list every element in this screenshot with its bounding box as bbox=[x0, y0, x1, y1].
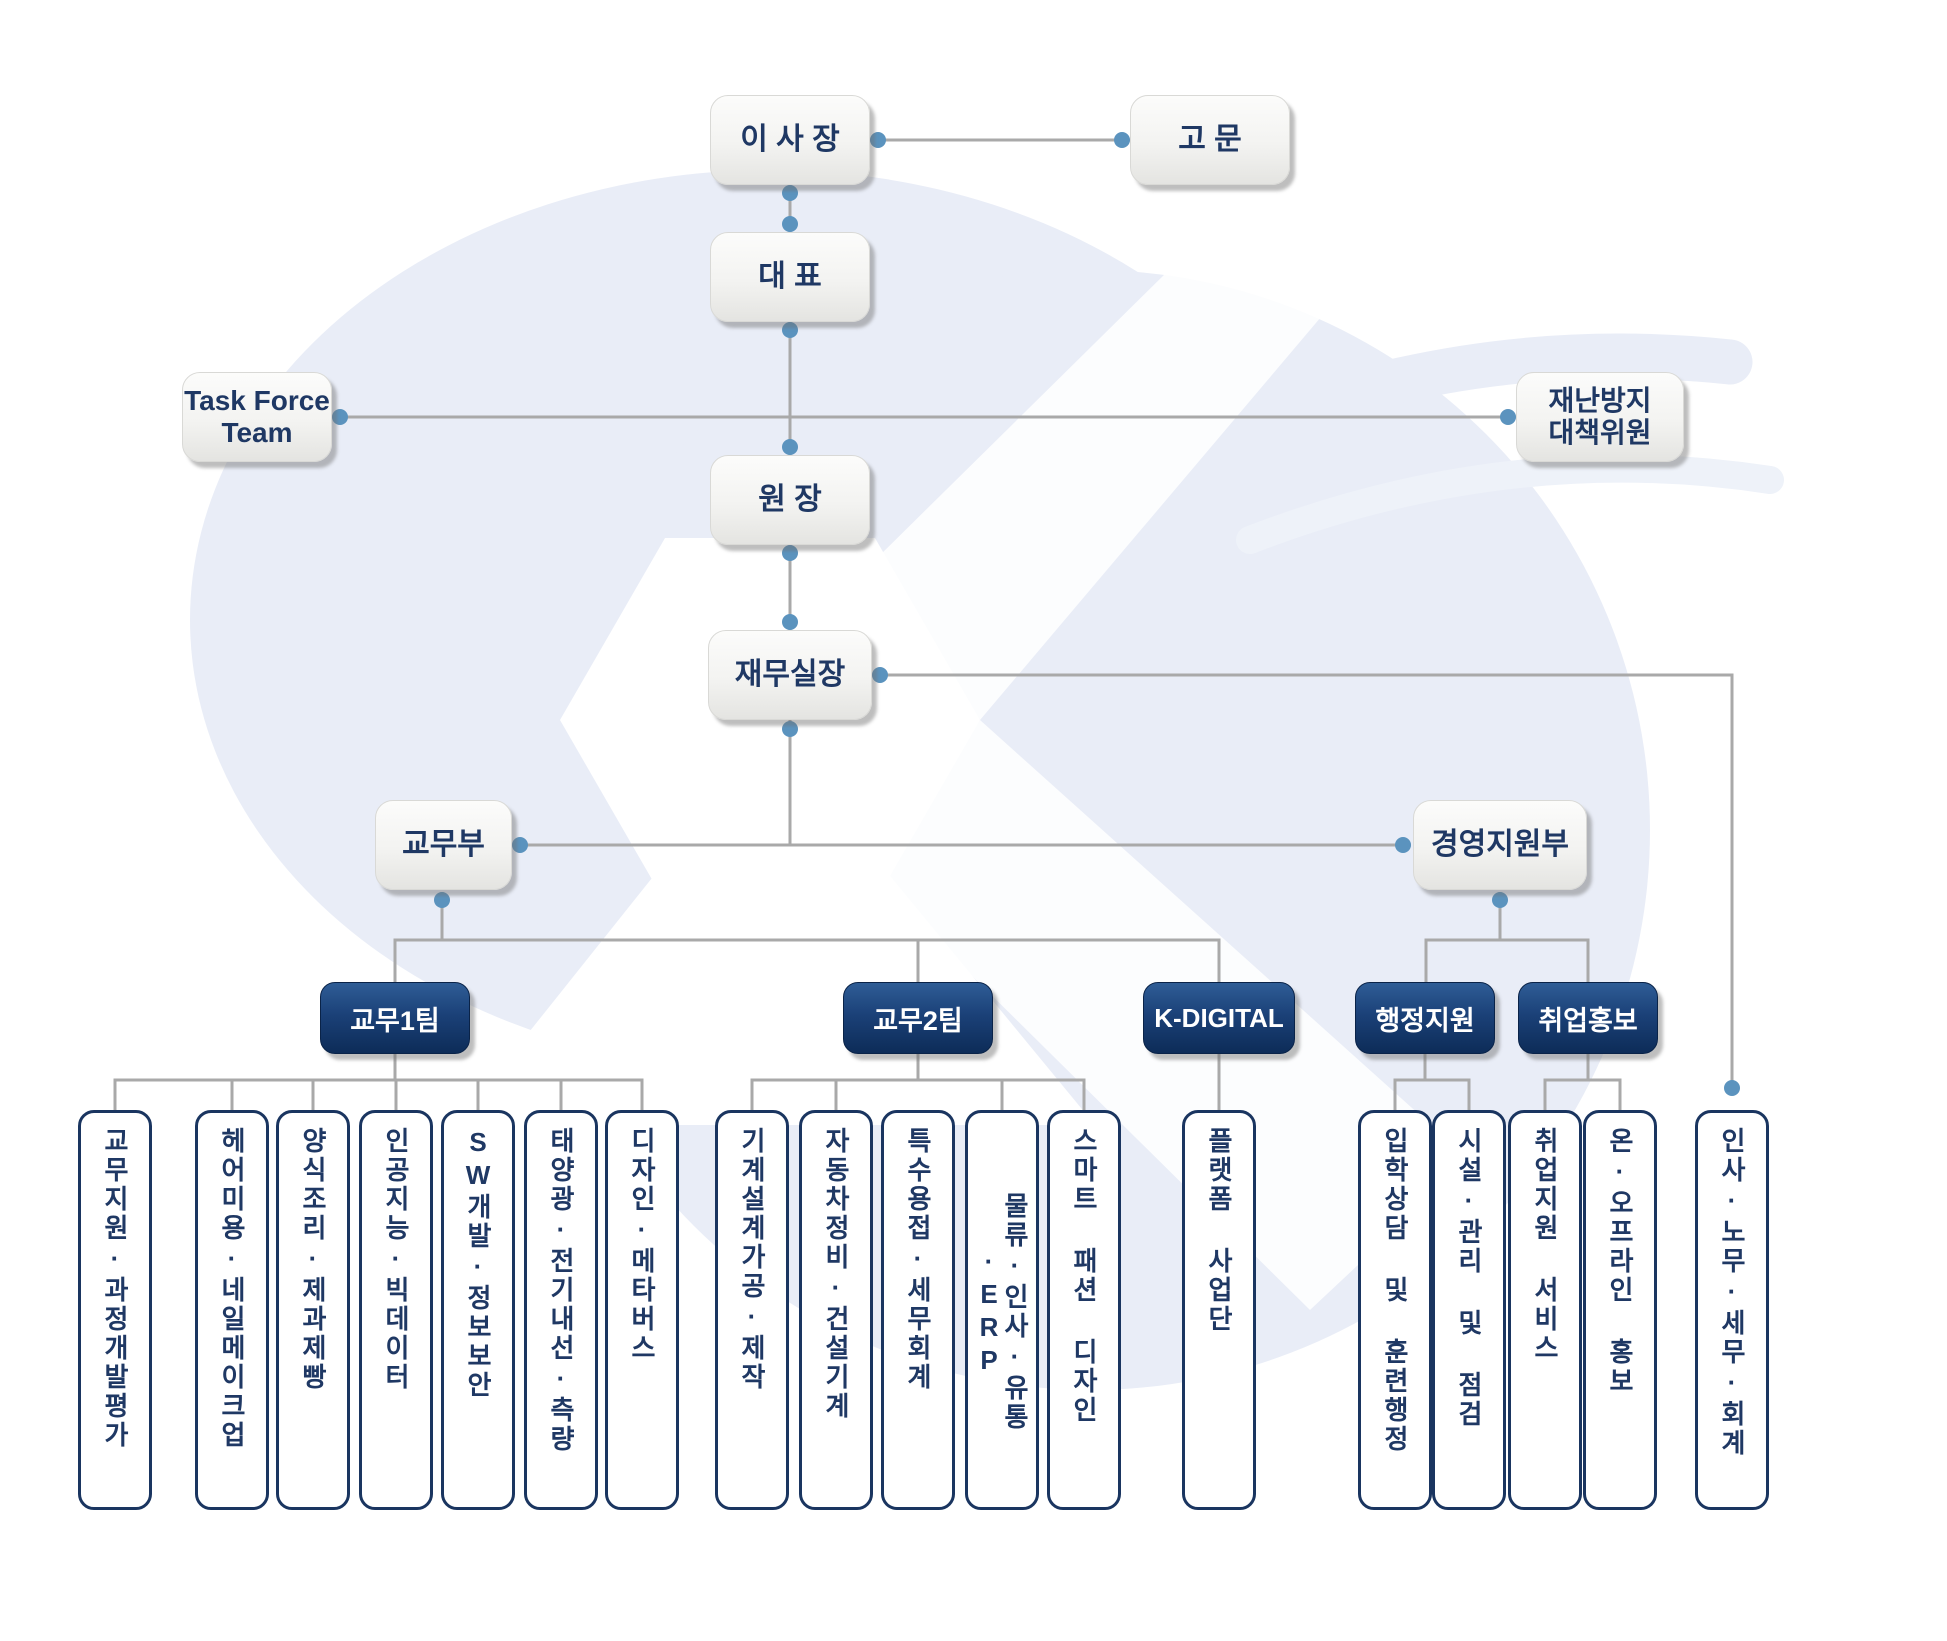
team-gyomu1-label: 교무1팀 bbox=[350, 1005, 440, 1036]
program-label: 시설·관리 및 점검 bbox=[1454, 1127, 1484, 1429]
program-column: 자동차정비·건설기계 bbox=[799, 1110, 873, 1510]
node-academic-dept-label: 교무부 bbox=[402, 827, 485, 861]
node-task-force-label: Task Force Team bbox=[184, 385, 330, 449]
program-column: 스마트 패션 디자인 bbox=[1047, 1110, 1121, 1510]
program-column: SW개발·정보보안 bbox=[441, 1110, 515, 1510]
program-column: 태양광·전기내선·측량 bbox=[524, 1110, 598, 1510]
disaster-line2: 대책위원 bbox=[1548, 417, 1652, 448]
node-disaster-committee-label: 재난방지 대책위원 bbox=[1548, 385, 1651, 449]
team-job-promotion-label: 취업홍보 bbox=[1538, 1005, 1638, 1036]
node-chairman-label: 이 사 장 bbox=[740, 122, 840, 156]
program-column: 헤어미용·네일메이크업 bbox=[195, 1110, 269, 1510]
node-director: 원 장 bbox=[710, 455, 870, 545]
program-column: 특수용접·세무회계 bbox=[881, 1110, 955, 1510]
team-k-digital: K-DIGITAL bbox=[1143, 982, 1295, 1054]
program-column: 취업지원 서비스 bbox=[1508, 1110, 1582, 1510]
team-gyomu1: 교무1팀 bbox=[320, 982, 470, 1054]
task-force-line1: Task Force bbox=[184, 384, 330, 416]
node-academic-dept: 교무부 bbox=[375, 800, 512, 890]
program-column: 교무지원·과정개발평가 bbox=[78, 1110, 152, 1510]
program-label: 취업지원 서비스 bbox=[1530, 1127, 1560, 1363]
team-gyomu2: 교무2팀 bbox=[843, 982, 993, 1054]
program-column: 인공지능·빅데이터 bbox=[359, 1110, 433, 1510]
team-gyomu2-label: 교무2팀 bbox=[873, 1005, 963, 1036]
node-advisor: 고 문 bbox=[1130, 95, 1290, 185]
disaster-line1: 재난방지 bbox=[1548, 384, 1652, 416]
node-chairman: 이 사 장 bbox=[710, 95, 870, 185]
program-column: 양식조리·제과제빵 bbox=[276, 1110, 350, 1510]
node-finance-head: 재무실장 bbox=[708, 630, 872, 720]
program-label: 온·오프라인 홍보 bbox=[1605, 1127, 1635, 1396]
program-column: 디자인·메타버스 bbox=[605, 1110, 679, 1510]
program-column: 온·오프라인 홍보 bbox=[1583, 1110, 1657, 1510]
team-job-promotion: 취업홍보 bbox=[1518, 982, 1658, 1054]
program-label: 태양광·전기내선·측량 bbox=[546, 1127, 576, 1454]
program-column: 기계설계가공·제작 bbox=[715, 1110, 789, 1510]
program-label: 인공지능·빅데이터 bbox=[381, 1127, 411, 1392]
program-label: 양식조리·제과제빵 bbox=[298, 1127, 328, 1392]
node-management-dept-label: 경영지원부 bbox=[1431, 827, 1569, 861]
program-label: SW개발·정보보안 bbox=[463, 1127, 493, 1400]
program-label: 플랫폼 사업단 bbox=[1204, 1127, 1234, 1334]
node-director-label: 원 장 bbox=[758, 482, 822, 516]
program-label: 특수용접·세무회계 bbox=[903, 1127, 933, 1392]
task-force-line2: Team bbox=[221, 417, 293, 448]
program-column: 입학상담 및 훈련행정 bbox=[1358, 1110, 1432, 1510]
node-ceo-label: 대 표 bbox=[758, 259, 822, 293]
program-label: 자동차정비·건설기계 bbox=[821, 1127, 851, 1421]
node-task-force-team: Task Force Team bbox=[182, 372, 332, 462]
node-management-dept: 경영지원부 bbox=[1413, 800, 1587, 890]
program-column: 플랫폼 사업단 bbox=[1182, 1110, 1256, 1510]
program-column: 시설·관리 및 점검 bbox=[1432, 1110, 1506, 1510]
program-label: 기계설계가공·제작 bbox=[737, 1127, 767, 1392]
program-label: 헤어미용·네일메이크업 bbox=[217, 1127, 247, 1450]
team-k-digital-label: K-DIGITAL bbox=[1154, 1002, 1284, 1033]
program-label: 교무지원·과정개발평가 bbox=[100, 1127, 130, 1450]
program-label: 스마트 패션 디자인 bbox=[1069, 1127, 1099, 1425]
node-finance-head-label: 재무실장 bbox=[734, 657, 846, 691]
team-admin-support: 행정지원 bbox=[1355, 982, 1495, 1054]
program-label: 디자인·메타버스 bbox=[627, 1127, 657, 1363]
program-label: 물류·인사·유통·ERP bbox=[974, 1192, 1030, 1432]
team-admin-support-label: 행정지원 bbox=[1375, 1005, 1475, 1036]
program-column: 인사·노무·세무·회계 bbox=[1695, 1110, 1769, 1510]
node-advisor-label: 고 문 bbox=[1178, 122, 1242, 156]
node-ceo: 대 표 bbox=[710, 232, 870, 322]
program-label: 인사·노무·세무·회계 bbox=[1717, 1127, 1747, 1458]
program-column: 물류·인사·유통·ERP bbox=[965, 1110, 1039, 1510]
node-disaster-committee: 재난방지 대책위원 bbox=[1516, 372, 1684, 462]
program-label: 입학상담 및 훈련행정 bbox=[1380, 1127, 1410, 1454]
